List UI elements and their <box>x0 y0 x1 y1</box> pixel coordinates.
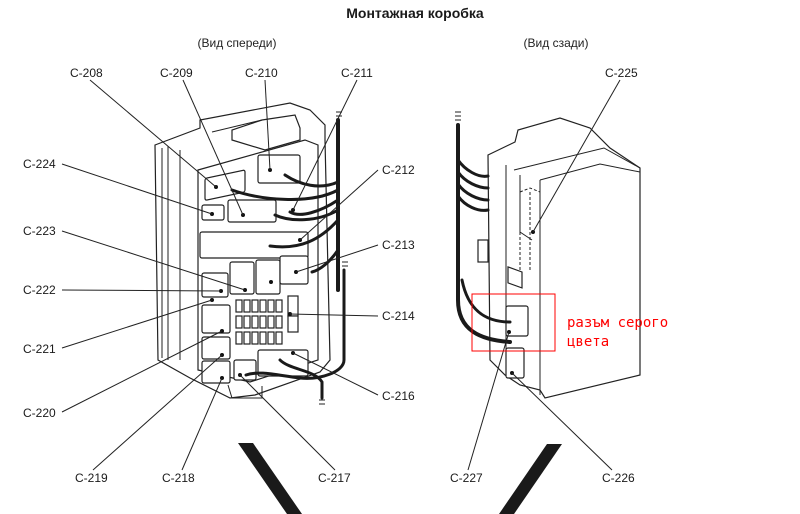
label-c224: C-224 <box>23 157 56 171</box>
label-c216: C-216 <box>382 389 415 403</box>
label-c212: C-212 <box>382 163 415 177</box>
arrow-stroke-right <box>499 444 562 514</box>
label-c223: C-223 <box>23 224 56 238</box>
front-leader-lines <box>61 79 379 471</box>
label-c219: C-219 <box>75 471 108 485</box>
diagram-title: Монтажная коробка <box>346 5 484 21</box>
label-c225: C-225 <box>605 66 638 80</box>
label-c210: C-210 <box>245 66 278 80</box>
rear-view-caption: (Вид сзади) <box>524 36 589 50</box>
rear-view-drawing <box>455 111 641 399</box>
front-view-caption: (Вид спереди) <box>198 36 277 50</box>
label-c209: C-209 <box>160 66 193 80</box>
label-c218: C-218 <box>162 471 195 485</box>
label-c221: C-221 <box>23 342 56 356</box>
label-c222: C-222 <box>23 283 56 297</box>
gray-connector-highlight-box <box>471 293 556 352</box>
rear-leader-lines <box>467 79 621 471</box>
annotation-line1: разъм серого <box>567 315 668 331</box>
label-c213: C-213 <box>382 238 415 252</box>
front-view-drawing <box>154 102 348 405</box>
label-c226: C-226 <box>602 471 635 485</box>
label-c208: C-208 <box>70 66 103 80</box>
label-c227: C-227 <box>450 471 483 485</box>
label-c214: C-214 <box>382 309 415 323</box>
label-c217: C-217 <box>318 471 351 485</box>
fuse-grid <box>235 295 299 345</box>
annotation-line2: цвета <box>567 334 609 350</box>
label-c220: C-220 <box>23 406 56 420</box>
arrow-stroke-left <box>238 443 302 514</box>
label-c211: C-211 <box>341 66 373 80</box>
